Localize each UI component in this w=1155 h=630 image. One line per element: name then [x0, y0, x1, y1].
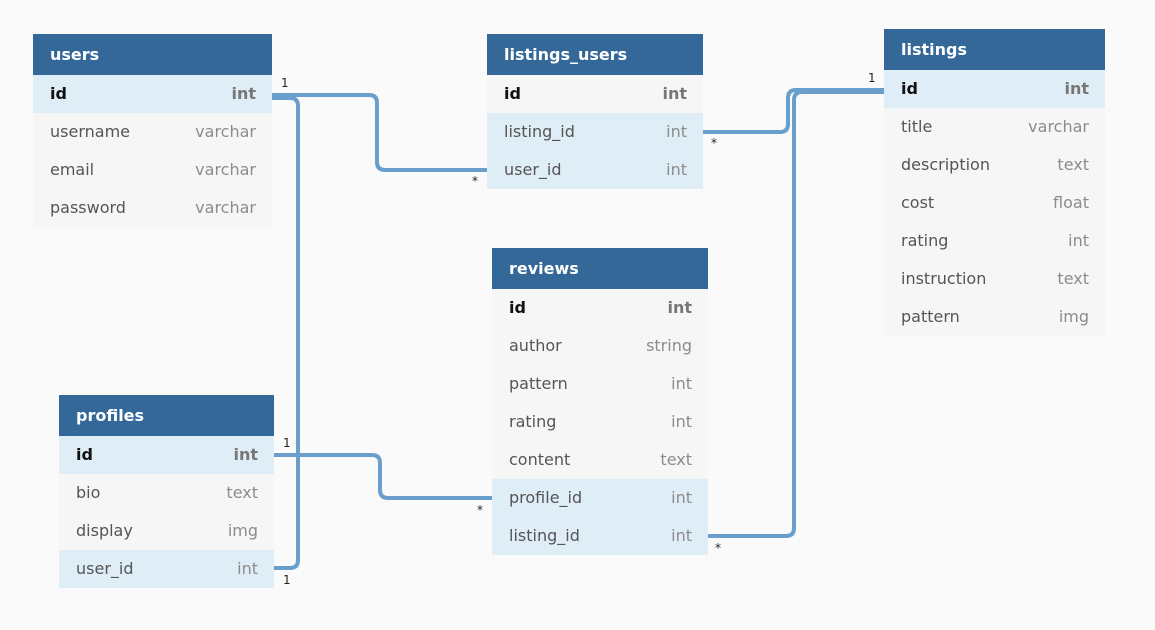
column-name: rating	[509, 412, 557, 431]
column-name: content	[509, 450, 571, 469]
column-name: email	[50, 160, 95, 179]
column-type: varchar	[195, 160, 256, 179]
column-row: listing_id int	[492, 517, 708, 555]
table-reviews[interactable]: reviews id int author string pattern int ra…	[492, 248, 708, 555]
column-row: id int	[487, 75, 703, 113]
column-row: id int	[884, 70, 1105, 108]
column-name: bio	[76, 483, 101, 502]
column-row: description text	[884, 146, 1105, 184]
column-row: user_id int	[487, 151, 703, 189]
cardinality-reviews-listing-id: *	[715, 541, 721, 555]
column-name: listing_id	[509, 526, 580, 545]
column-name: profile_id	[509, 488, 583, 507]
table-profiles[interactable]: profiles id int bio text display img user_i…	[59, 395, 274, 588]
column-name: user_id	[76, 559, 134, 578]
column-name: author	[509, 336, 562, 355]
column-type: int	[671, 488, 692, 507]
column-type: text	[1057, 155, 1089, 174]
cardinality-users-id: 1	[281, 76, 289, 90]
column-row: cost float	[884, 184, 1105, 222]
cardinality-listings-users-user-id: *	[472, 174, 478, 188]
column-name: description	[901, 155, 990, 174]
column-row: instruction text	[884, 260, 1105, 298]
column-type: int	[237, 559, 258, 578]
column-row: display img	[59, 512, 274, 550]
column-row: id int	[59, 436, 274, 474]
table-title: users	[33, 34, 272, 75]
column-name: id	[509, 298, 526, 317]
column-row: id int	[33, 75, 272, 113]
link-listings-reviews	[706, 90, 886, 538]
column-type: string	[646, 336, 692, 355]
table-listings[interactable]: listings id int title varchar description t…	[884, 29, 1105, 336]
cardinality-listings-users-listing-id: *	[711, 136, 717, 150]
column-name: instruction	[901, 269, 987, 288]
column-row: rating int	[492, 403, 708, 441]
column-type: int	[1064, 79, 1089, 98]
column-type: int	[671, 374, 692, 393]
table-title: reviews	[492, 248, 708, 289]
column-type: text	[226, 483, 258, 502]
column-row: pattern img	[884, 298, 1105, 336]
column-row: rating int	[884, 222, 1105, 260]
column-type: int	[671, 412, 692, 431]
column-type: int	[1068, 231, 1089, 250]
column-row: listing_id int	[487, 113, 703, 151]
column-row: id int	[492, 289, 708, 327]
column-type: int	[671, 526, 692, 545]
column-name: username	[50, 122, 130, 141]
column-type: int	[667, 298, 692, 317]
column-type: img	[227, 521, 258, 540]
link-listings-listings-users	[702, 88, 886, 134]
column-row: password varchar	[33, 189, 272, 227]
cardinality-reviews-profile-id: *	[477, 503, 483, 517]
column-name: id	[504, 84, 521, 103]
table-title: listings_users	[487, 34, 703, 75]
column-type: text	[1057, 269, 1089, 288]
cardinality-profiles-id: 1	[283, 436, 291, 450]
column-row: title varchar	[884, 108, 1105, 146]
column-name: listing_id	[504, 122, 575, 141]
link-users-profiles	[270, 96, 300, 570]
column-name: pattern	[901, 307, 960, 326]
column-row: bio text	[59, 474, 274, 512]
column-name: rating	[901, 231, 949, 250]
column-type: int	[666, 160, 687, 179]
column-name: cost	[901, 193, 935, 212]
column-row: user_id int	[59, 550, 274, 588]
column-name: display	[76, 521, 133, 540]
link-users-listings-users	[270, 93, 488, 172]
column-row: email varchar	[33, 151, 272, 189]
column-type: varchar	[195, 122, 256, 141]
link-profiles-reviews	[272, 453, 494, 500]
column-type: int	[662, 84, 687, 103]
cardinality-listings-id: 1	[868, 71, 876, 85]
column-name: pattern	[509, 374, 568, 393]
column-name: id	[50, 84, 67, 103]
column-name: id	[76, 445, 93, 464]
table-users[interactable]: users id int username varchar email varchar…	[33, 34, 272, 227]
table-title: profiles	[59, 395, 274, 436]
column-row: profile_id int	[492, 479, 708, 517]
column-type: float	[1053, 193, 1089, 212]
column-type: img	[1058, 307, 1089, 326]
column-type: int	[233, 445, 258, 464]
column-row: username varchar	[33, 113, 272, 151]
column-name: user_id	[504, 160, 562, 179]
column-type: text	[660, 450, 692, 469]
column-type: int	[666, 122, 687, 141]
column-type: int	[231, 84, 256, 103]
column-row: pattern int	[492, 365, 708, 403]
column-row: author string	[492, 327, 708, 365]
cardinality-profiles-user-id: 1	[283, 573, 291, 587]
column-name: password	[50, 198, 126, 217]
column-name: title	[901, 117, 933, 136]
column-type: varchar	[1028, 117, 1089, 136]
column-name: id	[901, 79, 918, 98]
column-type: varchar	[195, 198, 256, 217]
column-row: content text	[492, 441, 708, 479]
table-title: listings	[884, 29, 1105, 70]
